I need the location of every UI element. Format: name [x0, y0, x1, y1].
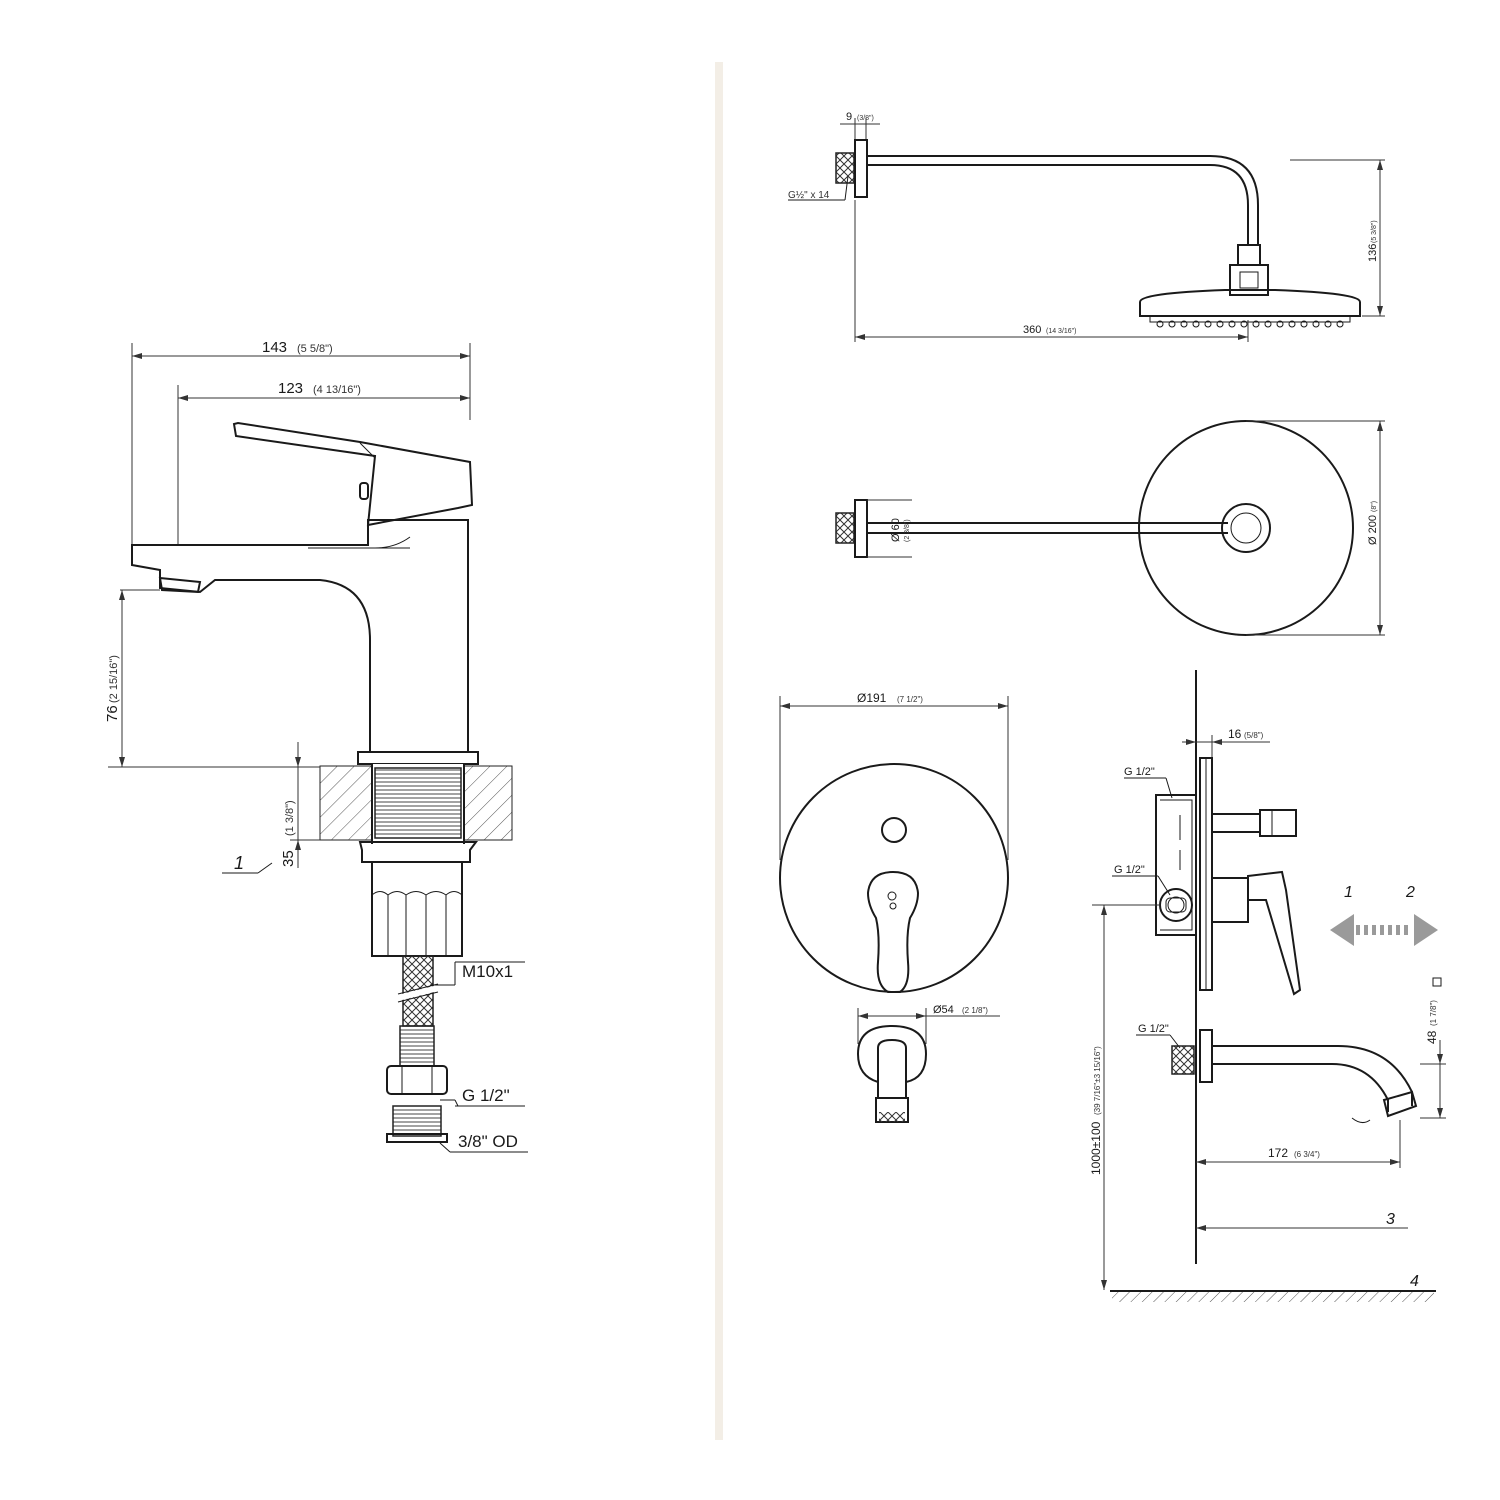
valve-port-spout-label: G 1/2"	[1138, 1023, 1169, 1035]
faucet-deck-thickness-inch: (1 3/8")	[284, 800, 296, 836]
faucet-callout-1: 1	[234, 853, 244, 873]
shower-head-diameter-value: Ø 200	[1367, 515, 1379, 545]
valve-height-from-floor-inch: (39 7/16"±3 15/16")	[1093, 1046, 1102, 1115]
faucet-hose-thread-label: M10x1	[462, 962, 513, 981]
panel-divider	[715, 62, 723, 1440]
spout-drop-dim-value: 48	[1425, 1030, 1439, 1044]
shower-arm-length-value: 360	[1023, 324, 1041, 336]
spout-escutcheon-diameter-inch: (2 1/8")	[962, 1006, 988, 1015]
flow-arrow-right-label: 2	[1405, 884, 1415, 901]
basin-faucet-drawing: 143 (5 5/8") 123 (4 13/16") 76 (2 15/16"…	[104, 339, 528, 1153]
valve-port-mid-label: G 1/2"	[1114, 864, 1145, 876]
shower-arm-flange-dim-inch: (3/8")	[857, 115, 874, 122]
faucet-width-total-inch: (5 5/8")	[297, 343, 333, 355]
faucet-spout-height-inch: (2 15/16")	[108, 655, 120, 703]
valve-depth-dim-value: 16	[1228, 727, 1242, 741]
flow-arrow-left-label: 1	[1344, 884, 1353, 901]
faucet-inlet-thread-label: G 1/2"	[462, 1086, 510, 1105]
shower-arm-length-inch: (14 3/16")	[1046, 328, 1077, 335]
valve-depth-dim-inch: (5/8")	[1244, 731, 1264, 740]
shower-arm-flange-dim: 9	[846, 111, 852, 123]
spout-escutcheon-diameter-value: Ø54	[933, 1004, 954, 1016]
shower-head-diameter-inch: (8")	[1371, 501, 1378, 512]
shower-arm-flange-diameter-value: Ø 60	[890, 518, 902, 542]
trim-plate-diameter-inch: (7 1/2")	[897, 695, 923, 704]
spout-drop-dim-inch: (1 7/8")	[1429, 1000, 1438, 1026]
wall-callout-3: 3	[1386, 1211, 1395, 1228]
floor-callout-4: 4	[1410, 1273, 1419, 1290]
faucet-width-total-value: 143	[262, 339, 287, 356]
shower-arm-side-drawing: 9 (3/8") G½" x 14 136 (5 3/	[788, 111, 1385, 342]
shower-head-top-drawing: Ø 60 (2 3/8") Ø 200 (8")	[835, 420, 1385, 636]
faucet-spout-reach-value: 123	[278, 380, 303, 397]
valve-installation-drawing: 16 (5/8") G 1/2" G 1/2" 1 2	[1089, 670, 1446, 1302]
faucet-deck-thickness-value: 35	[280, 850, 297, 867]
shower-arm-height-value: 136	[1367, 244, 1379, 262]
faucet-outlet-size-label: 3/8" OD	[458, 1132, 518, 1151]
spout-reach-dim-inch: (6 3/4")	[1294, 1150, 1320, 1159]
valve-height-from-floor-value: 1000±100	[1089, 1121, 1103, 1175]
diverter-direction-arrow-icon	[1330, 914, 1438, 946]
faucet-spout-height-value: 76	[104, 705, 121, 722]
valve-trim-plate-drawing: Ø191 (7 1/2") Ø54 (2 1/8")	[779, 691, 1009, 1123]
shower-head-nozzles	[1156, 320, 1344, 328]
faucet-spout-reach-inch: (4 13/16")	[313, 384, 361, 396]
spout-reach-dim-value: 172	[1268, 1146, 1288, 1160]
shower-arm-thread-label: G½" x 14	[788, 190, 830, 201]
shower-arm-height-inch: (5 3/8")	[1371, 220, 1378, 243]
shower-arm-flange-diameter-inch: (2 3/8")	[904, 519, 911, 542]
trim-plate-diameter-value: Ø191	[857, 691, 887, 705]
valve-port-top-label: G 1/2"	[1124, 766, 1155, 778]
